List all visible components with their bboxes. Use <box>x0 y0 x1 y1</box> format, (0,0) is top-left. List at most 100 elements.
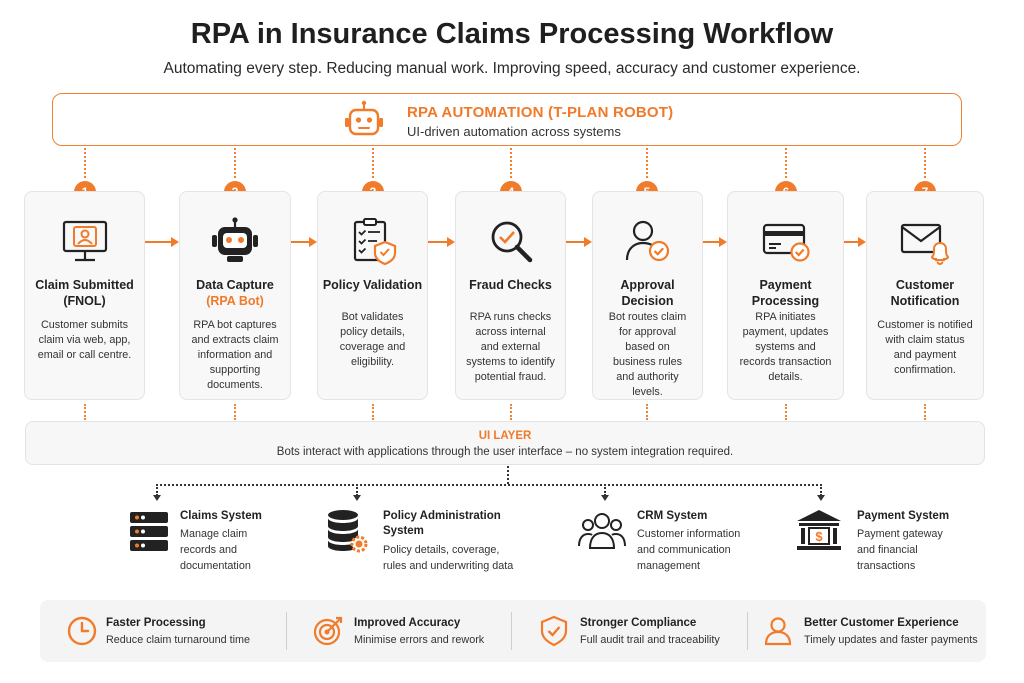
connector-dots <box>234 148 236 178</box>
benefit-description: Reduce claim turnaround time <box>106 634 251 646</box>
flow-arrow <box>291 237 317 247</box>
arrow-down-icon <box>353 495 361 501</box>
benefit-title: Better Customer Experience <box>804 617 959 629</box>
flow-arrow <box>566 237 592 247</box>
arrow-down-icon <box>153 495 161 501</box>
benefit-description: Full audit trail and traceability <box>580 634 720 646</box>
step-card-data-capture: Data Capture (RPA Bot) RPA bot captures … <box>179 191 291 400</box>
rpa-automation-title: RPA AUTOMATION (T-PLAN ROBOT) <box>407 104 674 121</box>
connector-dots <box>785 404 787 420</box>
server-icon <box>130 512 168 551</box>
step-description: Customer submits claim via web, app, ema… <box>37 319 132 361</box>
step-description: Customer is notified with claim status a… <box>877 319 973 376</box>
system-description: Manage claim records and documentation <box>180 528 251 572</box>
benefit-better-customer-experience: Better Customer Experience Timely update… <box>762 600 982 662</box>
page-title: RPA in Insurance Claims Processing Workf… <box>190 18 834 50</box>
checklist-shield-icon <box>353 218 396 266</box>
rpa-automation-banner: RPA AUTOMATION (T-PLAN ROBOT) UI-driven … <box>52 93 962 146</box>
step-title-line2: Notification <box>890 294 960 308</box>
step-description: RPA runs checks across internal and exte… <box>466 311 555 383</box>
step-title: Approval Decision <box>620 278 675 308</box>
connector-dots <box>84 404 86 420</box>
connector-dots <box>507 466 509 484</box>
system-description: Policy details, coverage, rules and unde… <box>383 544 514 572</box>
robot-icon <box>345 100 383 136</box>
connector-dots <box>604 484 606 496</box>
connector-dots <box>372 148 374 178</box>
step-card-claim-submitted: Claim Submitted (FNOL) Customer submits … <box>24 191 145 400</box>
benefits-bar: Faster Processing Reduce claim turnaroun… <box>40 600 986 662</box>
system-title: CRM System <box>637 510 708 522</box>
user-check-icon <box>625 220 669 262</box>
bank-icon: $ <box>797 510 841 550</box>
connector-dots <box>924 148 926 178</box>
step-title: Data Capture <box>196 278 274 292</box>
system-description: Payment gateway and financial transactio… <box>857 528 943 572</box>
rpa-automation-subtitle: UI-driven automation across systems <box>407 124 621 139</box>
robot-icon <box>212 217 258 262</box>
step-title-line2: (FNOL) <box>63 294 106 308</box>
step-card-payment-processing: Payment Processing RPA initiates payment… <box>727 191 844 400</box>
system-title: Payment System <box>857 510 950 522</box>
benefit-faster-processing: Faster Processing Reduce claim turnaroun… <box>66 600 286 662</box>
flow-arrow <box>844 237 866 247</box>
step-title: Claim Submitted <box>35 278 134 292</box>
divider <box>747 612 748 650</box>
benefit-description: Timely updates and faster payments <box>804 634 978 646</box>
connector-dots <box>372 404 374 420</box>
svg-text:$: $ <box>815 529 823 544</box>
connector-dots <box>84 148 86 178</box>
arrow-down-icon <box>817 495 825 501</box>
benefit-description: Minimise errors and rework <box>354 634 485 646</box>
step-subtitle: (RPA Bot) <box>206 294 264 308</box>
connector-dots <box>820 484 822 496</box>
system-description: Customer information and communication m… <box>637 528 741 572</box>
step-description: Bot routes claim for approval based on b… <box>608 311 687 398</box>
credit-card-icon <box>762 223 810 262</box>
benefit-title: Improved Accuracy <box>354 617 461 629</box>
target-icon <box>313 616 343 646</box>
connector-dots <box>234 404 236 420</box>
benefit-title: Faster Processing <box>106 617 206 629</box>
step-card-customer-notification: Customer Notification Customer is notifi… <box>866 191 984 400</box>
ui-layer-title: UI LAYER <box>478 430 532 442</box>
benefit-title: Stronger Compliance <box>580 617 697 629</box>
flow-arrow <box>428 237 455 247</box>
user-icon <box>764 617 792 646</box>
magnifier-check-icon <box>491 221 532 263</box>
ui-layer-description: Bots interact with applications through … <box>276 446 734 458</box>
connector-dots <box>646 148 648 178</box>
step-card-approval-decision: Approval Decision Bot routes claim for a… <box>592 191 703 400</box>
flow-arrow <box>145 237 179 247</box>
system-title: Claims System <box>180 510 262 522</box>
benefit-stronger-compliance: Stronger Compliance Full audit trail and… <box>538 600 748 662</box>
connector-dots <box>156 484 822 486</box>
step-title: Policy Validation <box>322 278 423 292</box>
step-description: RPA initiates payment, updates systems a… <box>739 311 832 383</box>
connector-dots <box>510 404 512 420</box>
connector-dots <box>646 404 648 420</box>
database-gear-icon <box>328 510 368 553</box>
people-icon <box>578 513 626 549</box>
step-title: Fraud Checks <box>469 278 552 292</box>
connector-dots <box>356 484 358 496</box>
step-title: Customer <box>895 278 955 292</box>
step-card-policy-validation: Policy Validation Bot validates policy d… <box>317 191 428 400</box>
arrow-down-icon <box>601 495 609 501</box>
monitor-user-icon <box>62 220 107 262</box>
system-title: Policy Administration System <box>383 510 501 537</box>
step-title: Payment Processing <box>751 278 820 308</box>
connector-dots <box>510 148 512 178</box>
shield-check-icon <box>540 615 568 647</box>
step-description: RPA bot captures and extracts claim info… <box>191 319 279 391</box>
ui-layer-bar: UI LAYER Bots interact with applications… <box>25 421 985 465</box>
clock-icon <box>67 616 97 646</box>
flow-arrow <box>703 237 727 247</box>
divider <box>511 612 512 650</box>
step-card-fraud-checks: Fraud Checks RPA runs checks across inte… <box>455 191 566 400</box>
connector-dots <box>785 148 787 178</box>
envelope-bell-icon <box>900 223 950 265</box>
page-subtitle: Automating every step. Reducing manual w… <box>163 60 861 77</box>
benefit-improved-accuracy: Improved Accuracy Minimise errors and re… <box>312 600 512 662</box>
step-description: Bot validates policy details, coverage a… <box>339 311 406 368</box>
